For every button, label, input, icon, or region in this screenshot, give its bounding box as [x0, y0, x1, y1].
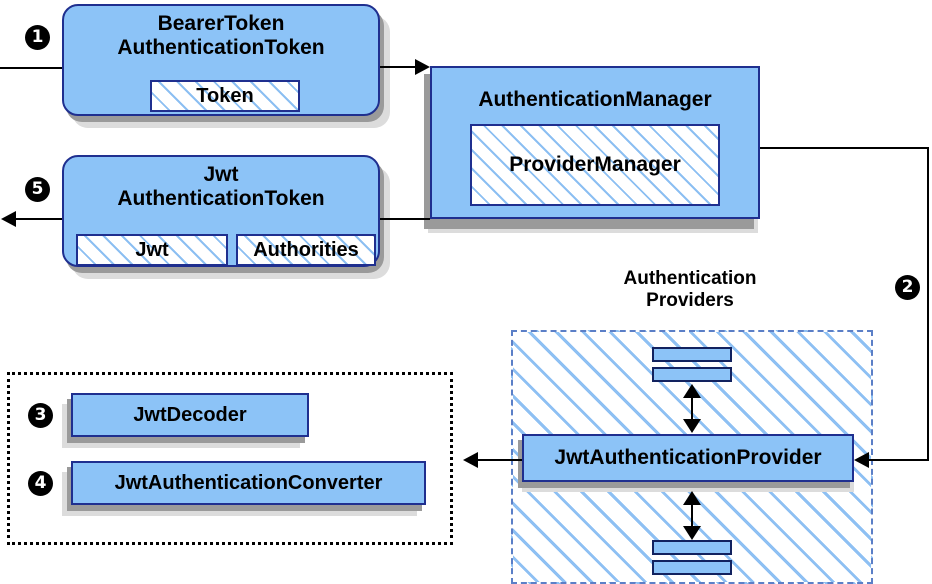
connector-provider-to-components	[478, 459, 522, 461]
jwt-decoder-label: JwtDecoder	[133, 403, 247, 426]
connector-response-out	[16, 218, 64, 220]
step-badge-5-label: 5	[31, 179, 44, 199]
connector-request-in	[0, 67, 64, 69]
connector-manager-down	[927, 147, 929, 459]
jwt-provider-label: JwtAuthenticationProvider	[554, 446, 822, 469]
provider-link-top-arrow-down	[683, 419, 701, 433]
step-badge-4: 4	[28, 471, 53, 496]
step-badge-3: 3	[28, 403, 53, 428]
provider-link-top-line	[691, 394, 693, 424]
jwt-token-label-line1: Jwt	[203, 163, 239, 186]
jwt-token-inner-authorities[interactable]: Authorities	[236, 234, 376, 266]
jwt-token-inner-jwt[interactable]: Jwt	[76, 234, 228, 266]
jwt-components-group	[7, 372, 453, 545]
providers-caption-line2: Providers	[646, 289, 734, 311]
connector-manager-right	[758, 147, 929, 149]
provider-link-bottom-line	[691, 501, 693, 531]
bearer-token-label-line1: BearerToken	[157, 12, 285, 35]
node-jwt-authentication-provider[interactable]: JwtAuthenticationProvider	[522, 434, 854, 482]
node-jwt-decoder[interactable]: JwtDecoder	[71, 393, 309, 437]
auth-manager-inner-provider-manager[interactable]: ProviderManager	[470, 124, 720, 206]
provider-link-top-arrow-up	[683, 384, 701, 398]
jwt-token-label-line2: AuthenticationToken	[117, 187, 325, 211]
bearer-token-inner-token[interactable]: Token	[150, 80, 300, 112]
step-badge-2: 2	[895, 275, 920, 300]
provider-stack-bar-top-1	[652, 347, 732, 362]
step-badge-3-label: 3	[34, 405, 47, 425]
provider-stack-bar-top-2	[652, 367, 732, 382]
connector-to-jwt-provider-arrow	[854, 452, 869, 468]
connector-to-jwt-provider	[869, 459, 929, 461]
auth-manager-label: AuthenticationManager	[478, 88, 712, 111]
step-badge-2-label: 2	[901, 277, 914, 297]
provider-manager-label: ProviderManager	[509, 153, 681, 176]
connector-response-out-arrow	[1, 211, 16, 227]
step-badge-1-label: 1	[31, 27, 44, 47]
step-badge-4-label: 4	[34, 473, 47, 493]
jwt-label: Jwt	[135, 238, 169, 261]
authentication-providers-caption: Authentication Providers	[575, 268, 805, 312]
node-jwt-authentication-converter[interactable]: JwtAuthenticationConverter	[71, 461, 426, 505]
token-label: Token	[196, 84, 254, 107]
provider-stack-bar-bottom-2	[652, 560, 732, 575]
connector-provider-to-components-arrow	[463, 452, 478, 468]
bearer-token-label-line2: AuthenticationToken	[117, 36, 325, 60]
provider-link-bottom-arrow-up	[683, 491, 701, 505]
step-badge-5: 5	[25, 177, 50, 202]
provider-stack-bar-bottom-1	[652, 540, 732, 555]
connector-bearer-to-manager	[380, 66, 418, 68]
jwt-converter-label: JwtAuthenticationConverter	[114, 471, 383, 494]
authorities-label: Authorities	[253, 238, 359, 261]
connector-manager-to-jwt-token	[380, 218, 430, 220]
provider-link-bottom-arrow-down	[683, 526, 701, 540]
connector-bearer-to-manager-arrow	[415, 59, 430, 75]
providers-caption-line1: Authentication	[623, 268, 757, 289]
step-badge-1: 1	[25, 25, 50, 50]
